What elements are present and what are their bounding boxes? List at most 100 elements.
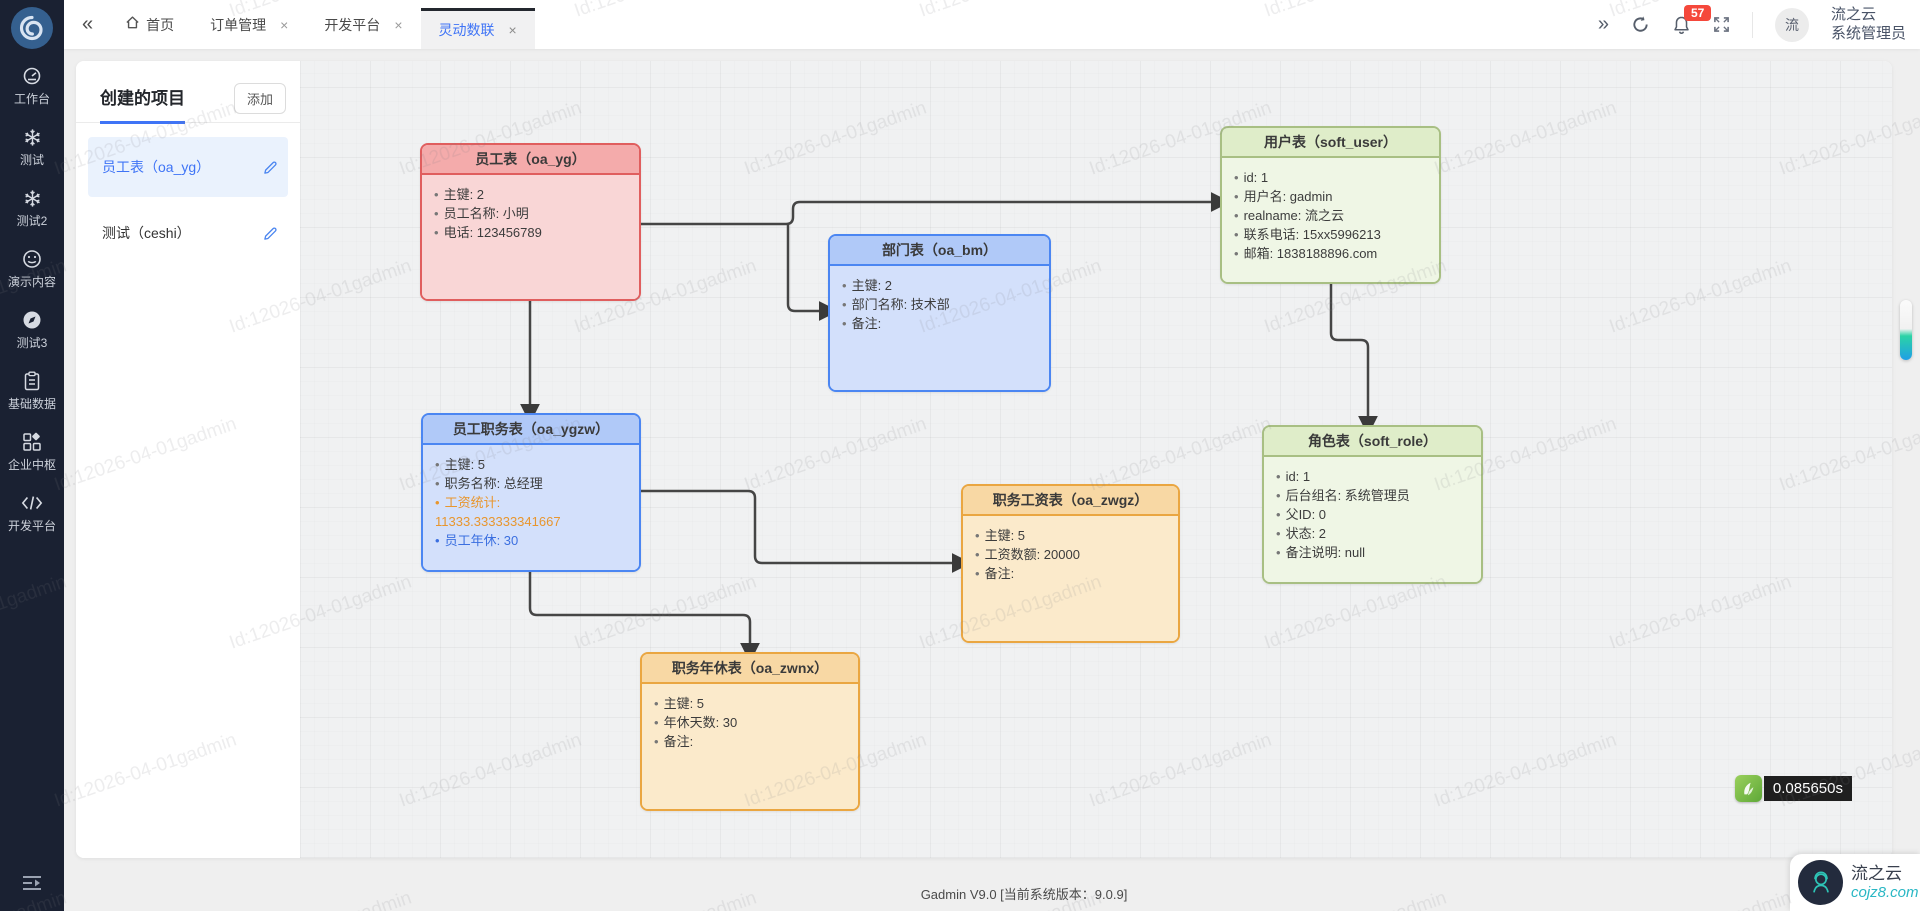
field-text: 职务名称: 总经理 <box>444 476 543 491</box>
table-oa_bm[interactable]: 部门表（oa_bm）•主键: 2•部门名称: 技术部•备注: <box>828 234 1051 392</box>
footer-version: Gadmin V9.0 [当前系统版本：9.0.9] <box>920 887 1128 902</box>
scrollbar-thumb[interactable] <box>1900 300 1912 360</box>
sidebar-item-3[interactable]: 测试2 <box>0 185 64 231</box>
snowflake-icon <box>23 126 42 148</box>
tab-3[interactable]: 开发平台 × <box>306 0 420 49</box>
field-text: 工资统计: <box>444 495 501 510</box>
sidebar-item-label: 测试 <box>19 153 44 167</box>
sidebar-item-6[interactable]: 基础数据 <box>0 368 64 414</box>
table-field-row: •员工名称: 小明 <box>434 204 627 223</box>
table-field-row: •父ID: 0 <box>1276 505 1469 524</box>
table-title: 员工表（oa_yg） <box>422 145 639 175</box>
refresh-icon[interactable] <box>1631 15 1650 34</box>
table-oa_zwgz[interactable]: 职务工资表（oa_zwgz）•主键: 5•工资数额: 20000•备注: <box>961 484 1180 643</box>
table-oa_yg[interactable]: 员工表（oa_yg）•主键: 2•员工名称: 小明•电话: 123456789 <box>420 143 641 301</box>
sidebar-item-label: 基础数据 <box>7 397 56 411</box>
bullet: • <box>1276 507 1281 522</box>
bullet: • <box>1234 208 1239 223</box>
tab-close-icon[interactable]: × <box>394 16 403 33</box>
table-field-row: •年休天数: 30 <box>654 713 846 732</box>
tab-1[interactable]: 首页 <box>107 0 192 49</box>
table-field-row: • realname: 流之云 <box>1234 206 1427 225</box>
sidebar-item-label: 开发平台 <box>7 519 56 533</box>
smiley-icon <box>22 248 42 270</box>
table-title: 职务年休表（oa_zwnx） <box>642 654 858 684</box>
bullet: • <box>435 495 440 510</box>
tab-close-icon[interactable]: × <box>280 16 289 33</box>
table-field-row: •工资数额: 20000 <box>975 545 1166 564</box>
table-field-row: •备注: <box>842 314 1037 333</box>
notifications-button[interactable]: 57 <box>1672 4 1712 35</box>
field-text: 备注: <box>851 316 882 331</box>
add-project-button[interactable]: 添加 <box>233 83 286 114</box>
table-soft_user[interactable]: 用户表（soft_user）•id: 1•用户名: gadmin•realnam… <box>1220 126 1441 284</box>
table-oa_zwnx[interactable]: 职务年休表（oa_zwnx）•主键: 5•年休天数: 30•备注: <box>640 652 860 811</box>
sidebar-item-2[interactable]: 测试 <box>0 124 64 170</box>
project-label: 测试（ceshi） <box>102 225 191 241</box>
bullet: • <box>434 225 439 240</box>
field-text: 主键: 2 <box>443 187 485 202</box>
user-info[interactable]: 流之云 系统管理员 <box>1831 6 1906 44</box>
field-text: 员工年休: 30 <box>444 533 519 548</box>
tab-2[interactable]: 订单管理× <box>192 0 306 49</box>
sidebar-item-label: 演示内容 <box>7 275 56 289</box>
tab-close-icon[interactable]: × <box>508 22 517 38</box>
sidebar-item-8[interactable]: 开发平台 <box>0 490 64 536</box>
table-field-row: •主键: 5 <box>975 526 1166 545</box>
tab-label: 开发平台 <box>324 16 381 33</box>
table-field-row: •备注: <box>975 564 1166 583</box>
render-time-widget: 0.085650s <box>1734 775 1852 802</box>
diagram-canvas[interactable]: 0.085650s 员工表（oa_yg）•主键: 2•员工名称: 小明•电话: … <box>300 61 1892 858</box>
table-oa_ygzw[interactable]: 员工职务表（oa_ygzw）•主键: 5•职务名称: 总经理•工资统计:1133… <box>421 413 641 572</box>
bullet: • <box>435 476 440 491</box>
table-soft_role[interactable]: 角色表（soft_role）•id: 1•后台组名: 系统管理员•父ID: 0•… <box>1262 425 1483 584</box>
table-title: 职务工资表（oa_zwgz） <box>963 486 1178 516</box>
field-text: 备注: <box>984 566 1015 581</box>
tab-4[interactable]: 灵动数联× <box>420 8 535 49</box>
app-logo[interactable] <box>11 7 53 49</box>
bullet: • <box>1234 246 1239 261</box>
bullet: • <box>1234 170 1239 185</box>
field-text: realname: 流之云 <box>1243 208 1344 223</box>
sidebar-item-5[interactable]: 测试3 <box>0 307 64 353</box>
table-field-row: •主键: 5 <box>654 694 846 713</box>
table-title: 用户表（soft_user） <box>1222 128 1439 158</box>
bullet: • <box>1234 189 1239 204</box>
table-fields: •主键: 5•工资数额: 20000•备注: <box>963 516 1178 641</box>
table-field-row: •id: 1 <box>1276 467 1469 486</box>
project-item-2[interactable]: 测试（ceshi） <box>88 203 288 263</box>
diagram-connectors <box>520 192 1378 663</box>
table-fields: •id: 1•后台组名: 系统管理员•父ID: 0•状态: 2•备注说明: nu… <box>1264 457 1481 582</box>
bullet: • <box>654 734 659 749</box>
sidebar-item-7[interactable]: 企业中枢 <box>0 429 64 475</box>
edit-project-icon[interactable] <box>263 226 278 241</box>
panel-title: 创建的项目 <box>100 84 185 124</box>
sidebar-item-4[interactable]: 演示内容 <box>0 246 64 292</box>
project-item-1[interactable]: 员工表（oa_yg） <box>88 137 288 197</box>
field-text: 部门名称: 技术部 <box>851 297 950 312</box>
fullscreen-icon[interactable] <box>1713 16 1730 33</box>
user-avatar[interactable]: 流 <box>1774 7 1809 42</box>
bullet: • <box>1276 545 1281 560</box>
table-title: 角色表（soft_role） <box>1264 427 1481 457</box>
connector-oa_ygzw-to-oa_zwnx <box>528 572 760 663</box>
table-field-row: •主键: 2 <box>842 276 1037 295</box>
table-field-row: •员工年休: 30 <box>435 531 627 550</box>
sidebar-expand-button[interactable] <box>21 874 43 897</box>
tabs-overflow-icon[interactable]: » <box>1597 13 1609 35</box>
table-field-row: •联系电话: 15xx5996213 <box>1234 225 1427 244</box>
table-fields: •id: 1•用户名: gadmin•realname: 流之云•联系电话: 1… <box>1222 158 1439 282</box>
project-label: 员工表（oa_yg） <box>102 159 211 175</box>
snowflake-icon <box>23 187 42 209</box>
edit-project-icon[interactable] <box>263 160 278 175</box>
topbar-divider <box>1751 11 1753 38</box>
sidebar-item-1[interactable]: 工作台 <box>0 63 64 109</box>
bullet: • <box>654 715 659 730</box>
table-field-row: •备注说明: null <box>1276 543 1469 562</box>
connector-oa_yg-to-oa_bm <box>786 224 839 321</box>
bullet: • <box>654 696 659 711</box>
sidebar-item-label: 工作台 <box>13 92 50 106</box>
collapse-sidebar-icon[interactable]: « <box>82 13 94 35</box>
field-text: id: 1 <box>1285 469 1311 484</box>
table-field-row: 11333.333333341667 <box>435 512 627 531</box>
